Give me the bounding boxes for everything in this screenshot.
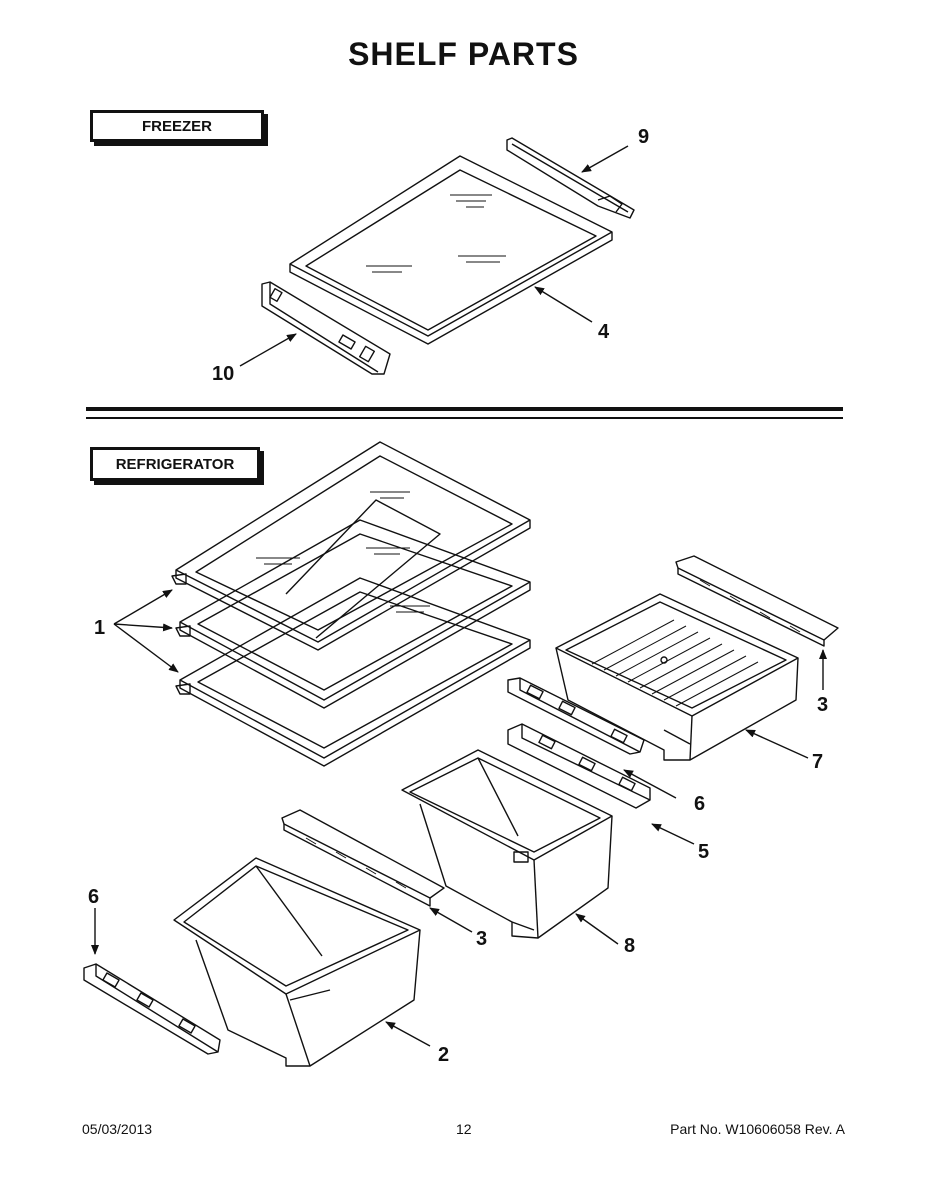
callout-9: 9 [638, 126, 649, 148]
refrigerator-section-label: REFRIGERATOR [90, 447, 260, 481]
callout-2: 2 [438, 1044, 449, 1066]
part-6-slide-upper [507, 677, 645, 755]
section-divider-thin [86, 417, 843, 419]
callout-7: 7 [812, 751, 823, 773]
part-1-shelf-upper [171, 441, 531, 651]
part-6-slide-lower [83, 963, 221, 1055]
part-10-front-trim [261, 281, 391, 375]
section-divider-thick [86, 407, 843, 411]
callout-10: 10 [212, 363, 234, 385]
callout-8: 8 [624, 935, 635, 957]
part-5-slide [507, 723, 651, 809]
callout-6-upper: 6 [694, 793, 705, 815]
callout-6-lower: 6 [88, 886, 99, 908]
part-8-crisper [401, 749, 613, 939]
page-title: SHELF PARTS [348, 36, 579, 72]
callout-3-upper: 3 [817, 694, 828, 716]
part-9-rail [506, 137, 635, 219]
callout-1: 1 [94, 617, 105, 639]
callout-3-lower: 3 [476, 928, 487, 950]
part-4-freezer-shelf [289, 155, 613, 345]
leader-lines [91, 145, 827, 1047]
part-3-cover-lower [281, 809, 445, 907]
footer-part-number: Part No. W10606058 Rev. A [670, 1121, 845, 1137]
part-3-cover-upper [675, 555, 839, 647]
callout-5: 5 [698, 841, 709, 863]
footer-date: 05/03/2013 [82, 1121, 153, 1137]
part-2-crisper [173, 857, 421, 1067]
part-1-shelf-lower [175, 577, 531, 767]
footer-page-number: 12 [456, 1121, 472, 1137]
refrigerator-label-text: REFRIGERATOR [115, 455, 235, 473]
freezer-label-text: FREEZER [141, 117, 212, 135]
part-7-pan [555, 593, 799, 761]
part-1-shelf-middle [175, 519, 531, 709]
freezer-section-label: FREEZER [90, 110, 264, 142]
callout-4: 4 [598, 321, 610, 343]
